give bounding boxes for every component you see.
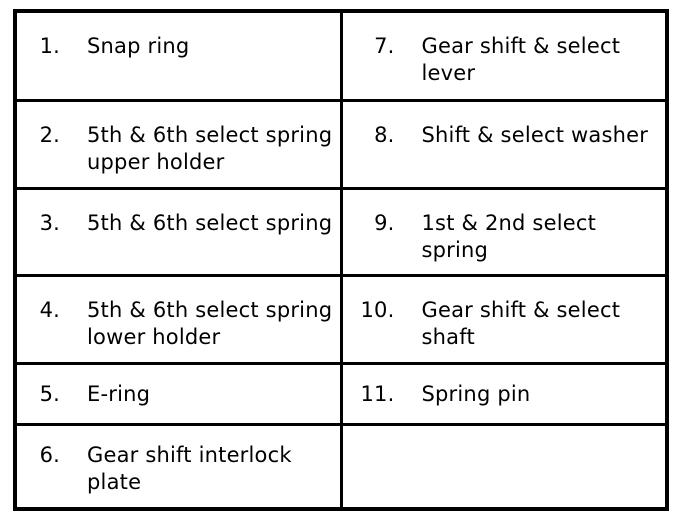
empty-legend-cell xyxy=(339,422,669,511)
table-row: 5. E-ring 11. Spring pin xyxy=(13,361,669,426)
item-label: 5th & 6th select spring upper holder xyxy=(87,122,333,174)
item-label: E-ring xyxy=(87,381,151,406)
item-number: 11. xyxy=(360,381,395,406)
legend-cell: 11. Spring pin xyxy=(339,361,669,426)
item-number: 6. xyxy=(39,442,60,467)
item-number: 10. xyxy=(360,297,395,322)
parts-legend-table: 1. Snap ring 7. Gear shift & select leve… xyxy=(13,9,669,511)
item-number: 8. xyxy=(374,122,395,147)
legend-cell: 8. Shift & select washer xyxy=(339,98,669,190)
legend-cell: 5. E-ring xyxy=(13,361,343,426)
table-row: 2. 5th & 6th select spring upper holder … xyxy=(13,98,669,190)
item-number: 5. xyxy=(39,381,60,406)
item-number: 3. xyxy=(39,210,60,235)
item-label: Gear shift & select shaft xyxy=(421,297,621,349)
item-number: 4. xyxy=(39,297,60,322)
legend-cell: 6. Gear shift interlock plate xyxy=(13,422,343,511)
legend-cell: 3. 5th & 6th select spring xyxy=(13,186,343,277)
legend-cell: 2. 5th & 6th select spring upper holder xyxy=(13,98,343,190)
legend-cell: 4. 5th & 6th select spring lower holder xyxy=(13,273,343,365)
table-row: 6. Gear shift interlock plate xyxy=(13,422,669,511)
item-label: 5th & 6th select spring xyxy=(87,210,333,235)
item-label: 5th & 6th select spring lower holder xyxy=(87,297,333,349)
item-label: Gear shift interlock plate xyxy=(87,442,292,494)
legend-cell: 1. Snap ring xyxy=(13,9,343,102)
item-label: 1st & 2nd select spring xyxy=(421,210,597,262)
table-row: 4. 5th & 6th select spring lower holder … xyxy=(13,273,669,365)
item-label: Snap ring xyxy=(87,34,190,58)
legend-cell: 10. Gear shift & select shaft xyxy=(339,273,669,365)
item-label: Spring pin xyxy=(421,381,531,406)
item-number: 7. xyxy=(374,34,395,58)
item-number: 1. xyxy=(39,34,60,58)
item-number: 2. xyxy=(39,122,60,147)
item-label: Gear shift & select lever xyxy=(421,34,621,85)
legend-cell: 9. 1st & 2nd select spring xyxy=(339,186,669,277)
item-number: 9. xyxy=(374,210,395,235)
table-row: 1. Snap ring 7. Gear shift & select leve… xyxy=(13,9,669,102)
legend-cell: 7. Gear shift & select lever xyxy=(339,9,669,102)
table-row: 3. 5th & 6th select spring 9. 1st & 2nd … xyxy=(13,186,669,277)
item-label: Shift & select washer xyxy=(421,122,649,147)
